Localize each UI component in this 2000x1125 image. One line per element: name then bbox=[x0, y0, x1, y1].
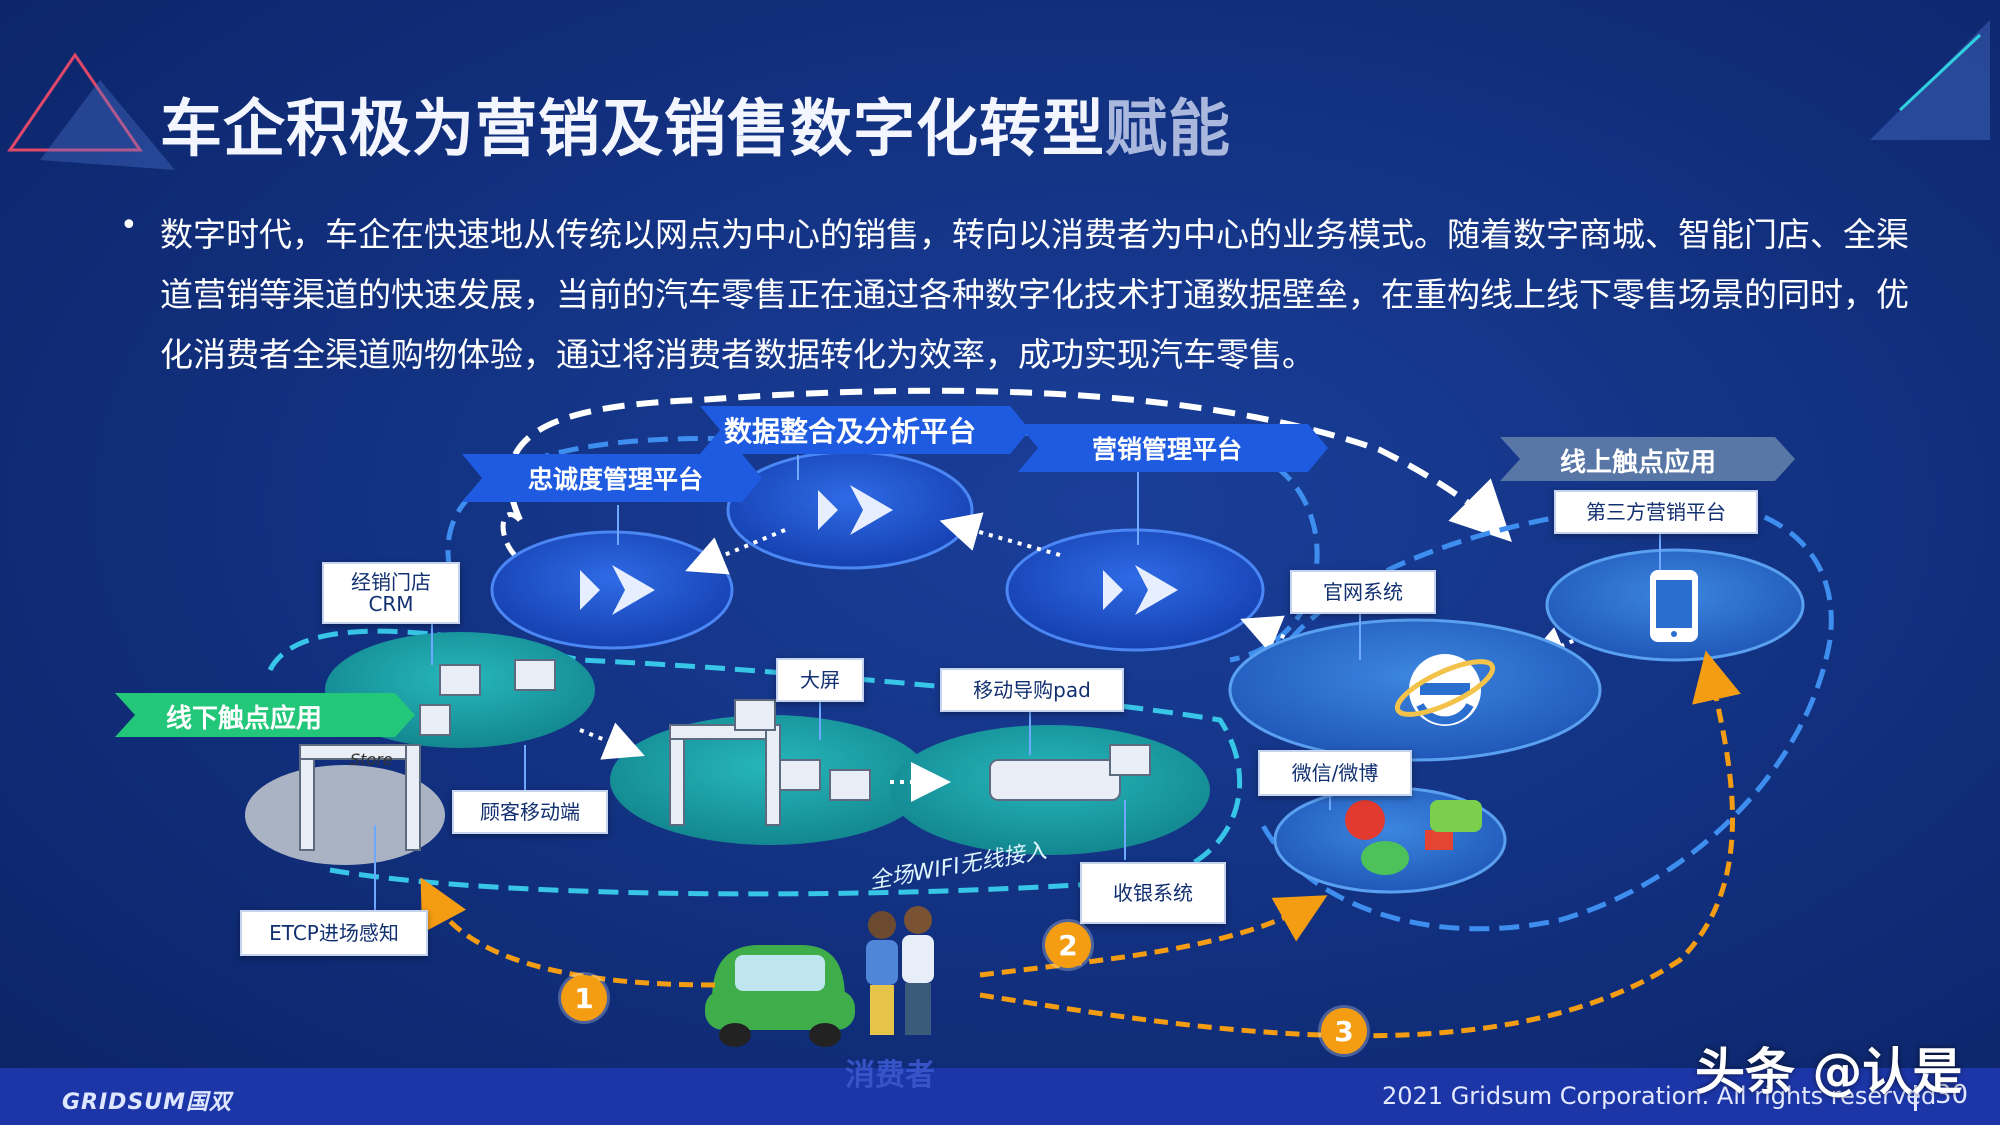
official-site-box: 官网系统 bbox=[1290, 570, 1436, 614]
footer-bar bbox=[0, 1068, 2000, 1125]
third-party-box: 第三方营销平台 bbox=[1554, 490, 1758, 534]
data-platform-label: 数据整合及分析平台 bbox=[724, 415, 977, 448]
etcp-box: ETCP进场感知 bbox=[240, 910, 428, 956]
flow-arrow bbox=[939, 512, 1061, 557]
data-loop-dashed bbox=[506, 387, 1512, 542]
store-fixtures-icon bbox=[299, 659, 1151, 851]
corner-decoration-left bbox=[7, 52, 175, 170]
loyalty-platform-banner bbox=[462, 454, 762, 502]
data-platform-disc bbox=[726, 450, 974, 570]
marketing-platform-banner bbox=[1018, 424, 1328, 472]
pad-box: 移动导购pad bbox=[940, 668, 1124, 712]
step-badge-3: 3 bbox=[1321, 1008, 1367, 1054]
platform-logo-icon bbox=[580, 485, 1178, 615]
loyalty-platform-disc bbox=[490, 530, 734, 650]
copyright-text: 2021 Gridsum Corporation. All rights res… bbox=[1382, 1082, 1937, 1110]
bigscreen-box: 大屏 bbox=[776, 658, 864, 702]
company-logo: GRIDSUM国双 bbox=[62, 1090, 233, 1115]
phone-icon bbox=[1650, 570, 1698, 642]
cashier-box: 收银系统 bbox=[1080, 862, 1226, 924]
wechat-weibo-box: 微信/微博 bbox=[1258, 750, 1412, 796]
online-banner bbox=[1500, 437, 1795, 481]
online-outline-dashed bbox=[1257, 497, 1834, 932]
watermark-text: 头条 @认是 bbox=[1695, 1043, 1963, 1101]
consumer-label: 消费者 bbox=[845, 1058, 935, 1093]
corner-decoration-right bbox=[1870, 20, 1990, 140]
car-icon bbox=[705, 945, 855, 1047]
page-number: 30 bbox=[1935, 1080, 1969, 1110]
store-sign: Store bbox=[350, 750, 393, 769]
data-platform-banner bbox=[700, 406, 1030, 454]
browser-icon bbox=[1394, 654, 1496, 726]
marketing-platform-disc bbox=[1005, 528, 1265, 652]
loyalty-platform-label: 忠诚度管理平台 bbox=[528, 465, 704, 494]
connector-lines bbox=[374, 455, 1661, 910]
step-badge-2: 2 bbox=[1045, 922, 1091, 968]
step-badge-1: 1 bbox=[561, 975, 607, 1021]
store-disc-entrance bbox=[245, 765, 445, 865]
crm-box: 经销门店 CRM bbox=[322, 562, 460, 624]
offline-banner-label: 线下触点应用 bbox=[166, 704, 323, 734]
intro-paragraph: 数字时代，车企在快速地从传统以网点为中心的销售，转向以消费者为中心的业务模式。随… bbox=[160, 215, 1909, 374]
route-3 bbox=[979, 650, 1741, 1039]
flow-arrow bbox=[579, 722, 645, 760]
loyalty-loop-dashed bbox=[500, 512, 522, 562]
social-media-icon bbox=[1345, 800, 1482, 875]
marketing-platform-label: 营销管理平台 bbox=[1092, 435, 1243, 464]
route-1 bbox=[420, 877, 716, 988]
mobile-box: 顾客移动端 bbox=[452, 790, 608, 834]
page-title: 车企积极为营销及销售数字化转型赋能 bbox=[160, 92, 1232, 165]
bullet-point: • bbox=[120, 208, 138, 243]
offline-banner bbox=[115, 693, 415, 737]
route-2 bbox=[979, 895, 1328, 978]
consumer-figure-icon bbox=[866, 906, 934, 1035]
online-banner-label: 线上触点应用 bbox=[1560, 448, 1717, 478]
page-separator bbox=[1914, 1085, 1917, 1111]
